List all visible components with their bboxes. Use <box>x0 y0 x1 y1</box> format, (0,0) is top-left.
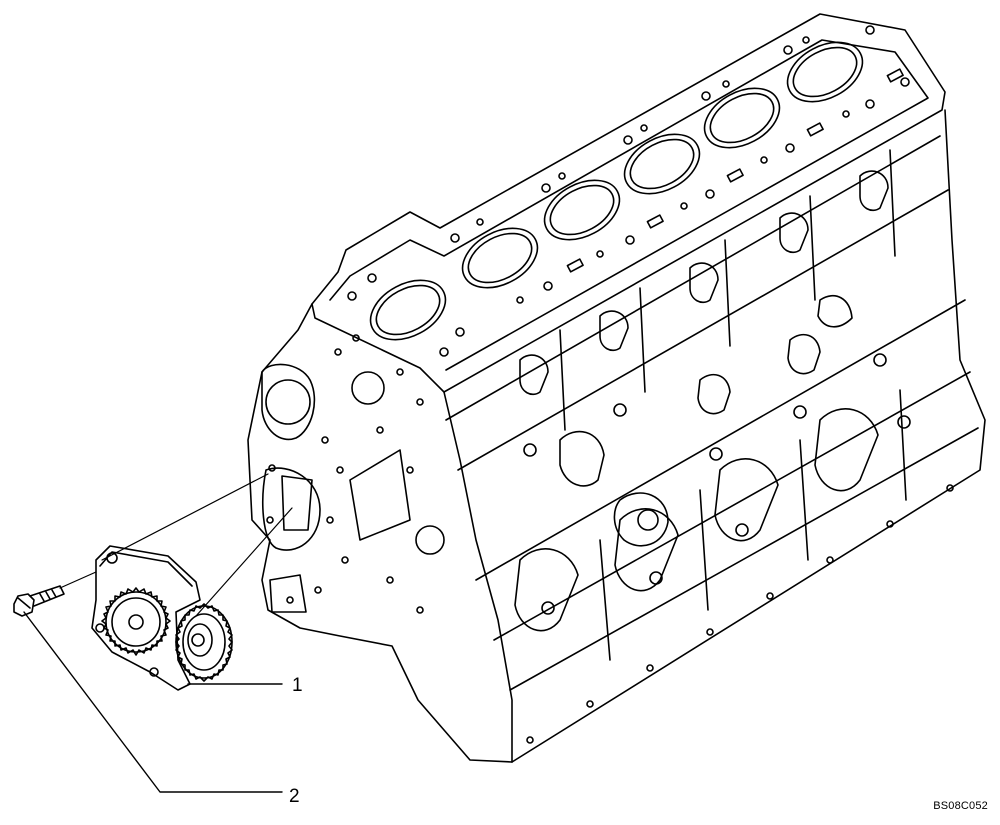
callout-2-leader <box>23 611 283 793</box>
callout-2-label: 2 <box>289 786 300 807</box>
callout-1-label: 1 <box>292 675 303 696</box>
oil-pump-assembly <box>91 545 233 691</box>
pump-idler-gear <box>175 603 233 682</box>
pump-drive-gear <box>101 587 171 656</box>
engine-block <box>247 13 986 763</box>
figure-code: BS08C052 <box>933 800 988 812</box>
callout-leaders <box>23 611 283 793</box>
pump-bolt <box>13 585 65 617</box>
alignment-lines <box>59 473 293 617</box>
